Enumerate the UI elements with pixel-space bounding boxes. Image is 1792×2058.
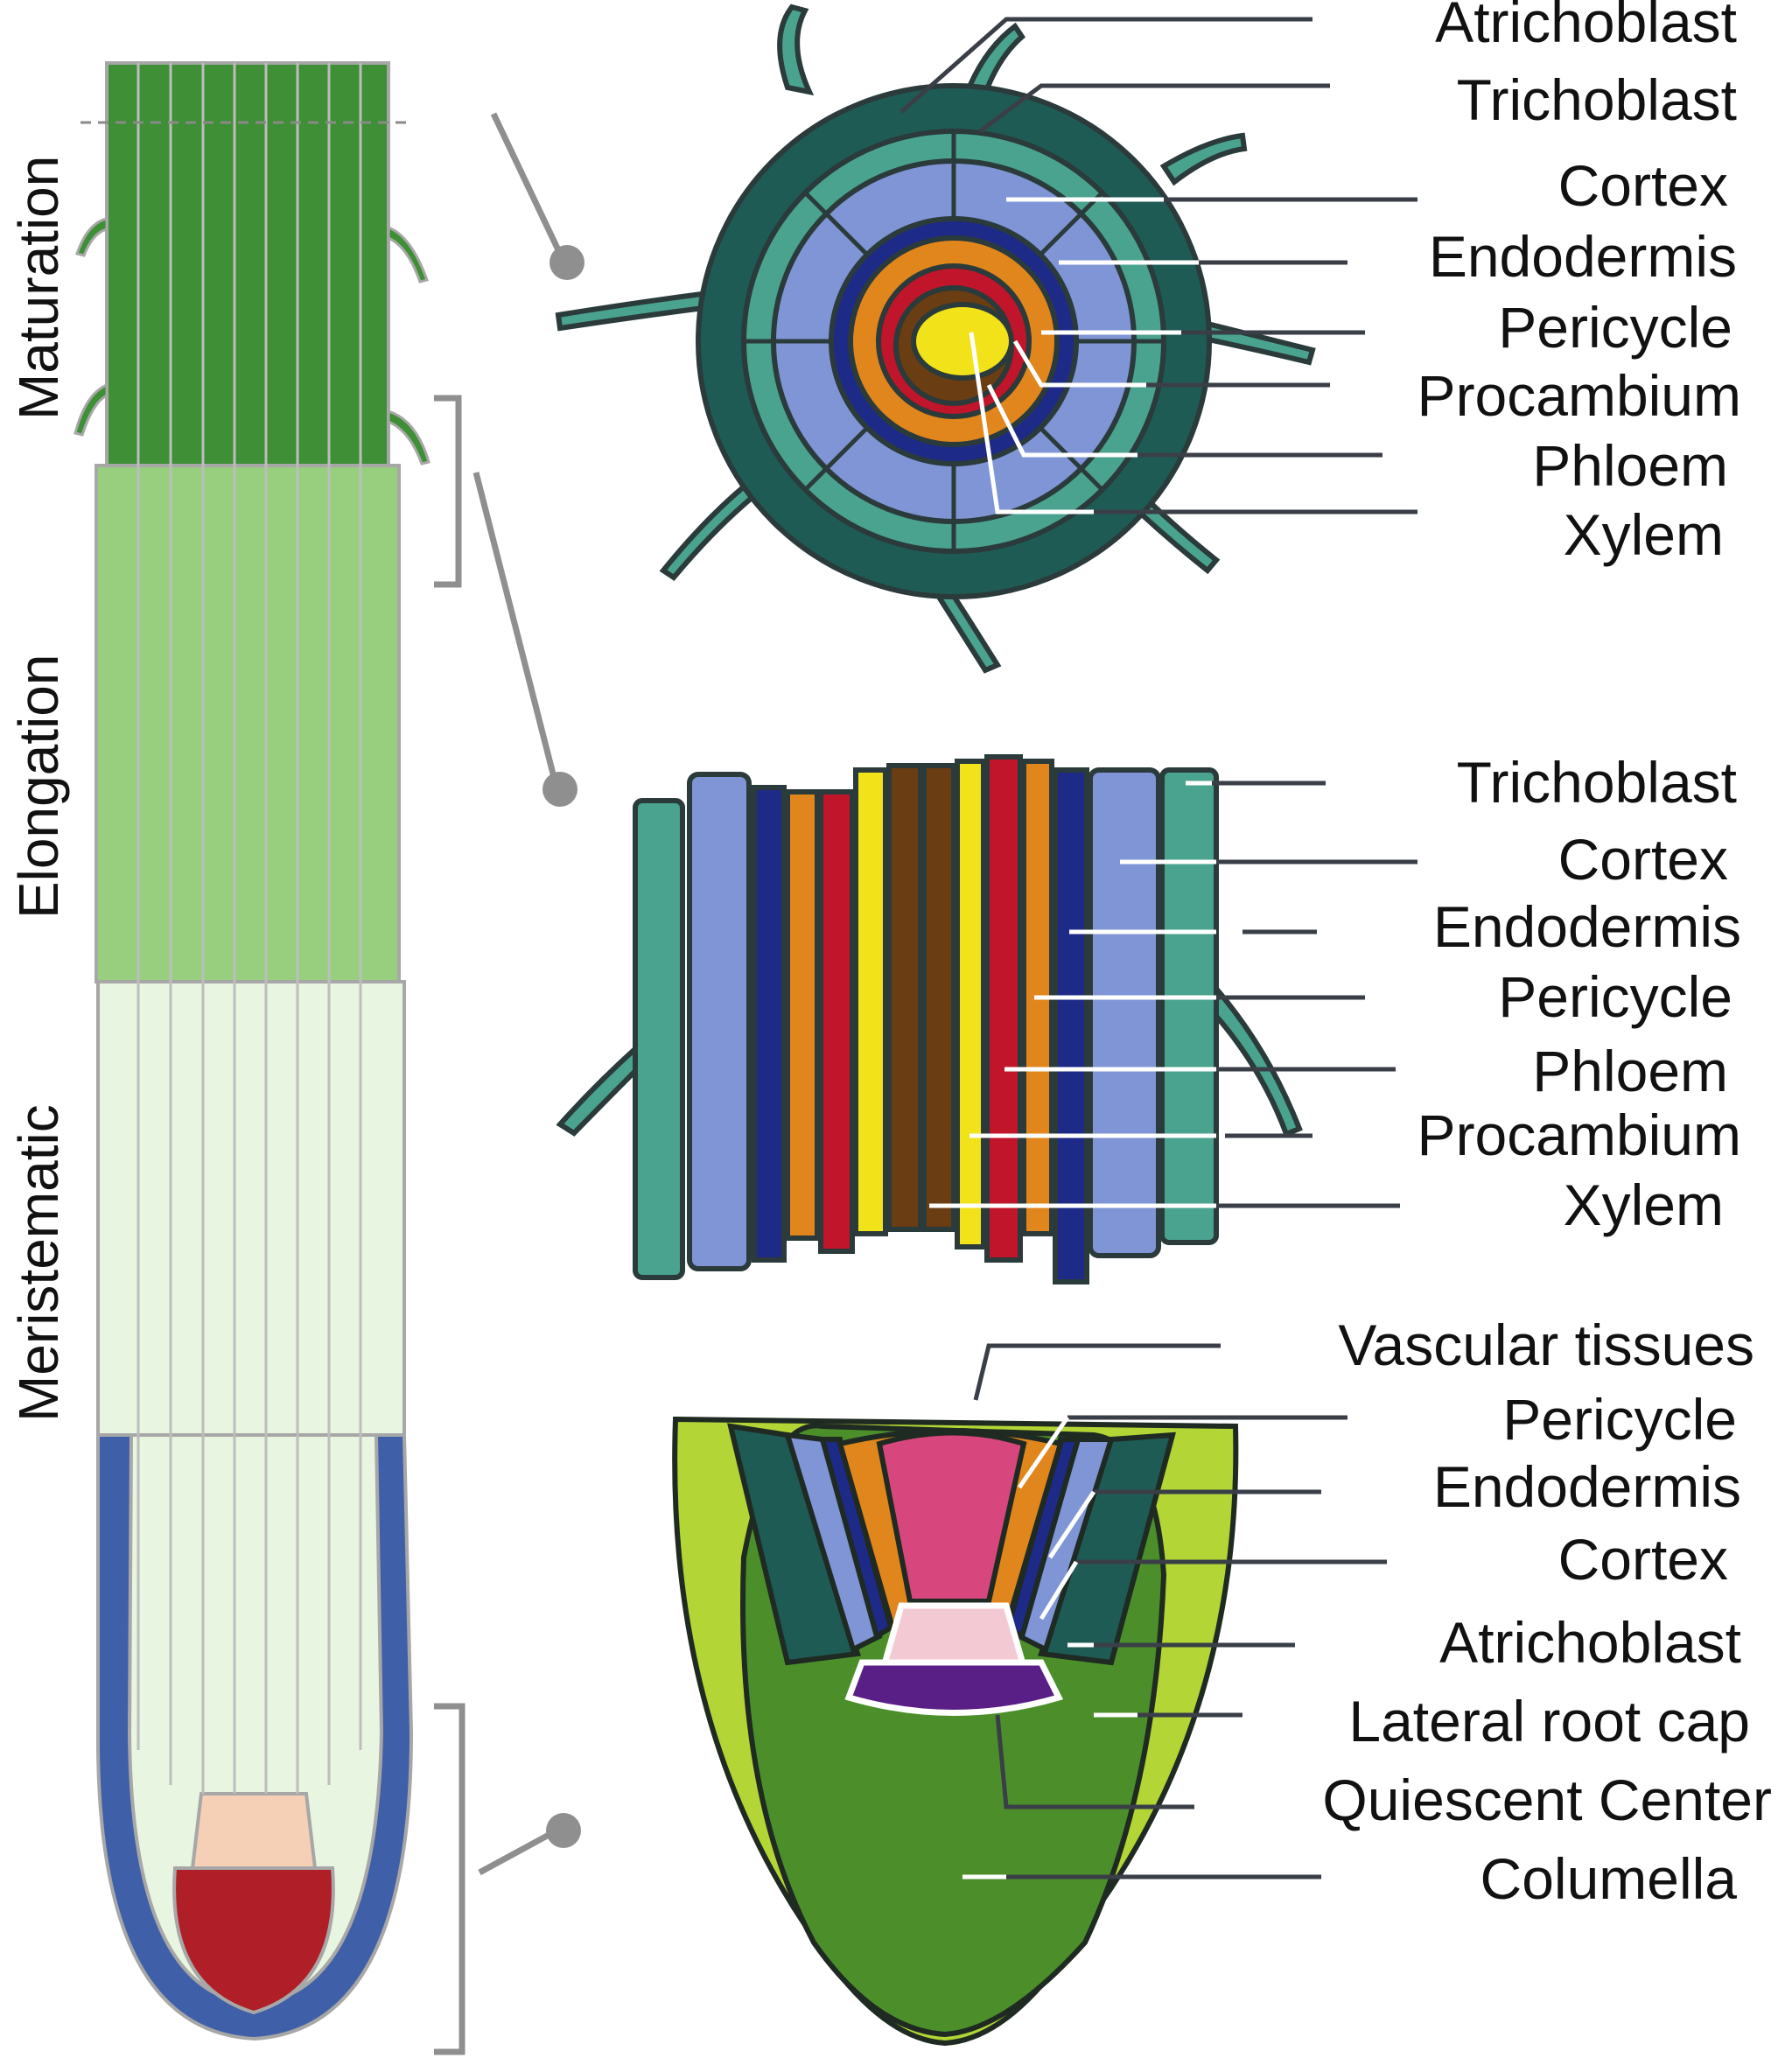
elongation-bracket — [434, 395, 462, 588]
ls-procambium-mid — [921, 763, 956, 1232]
cs-label-atrichoblast: Atrichoblast — [1435, 0, 1737, 54]
connector-dots — [542, 245, 584, 1848]
zone-brackets — [434, 112, 564, 2055]
cs-label-endodermis: Endodermis — [1429, 224, 1737, 289]
ls-phloem-left — [818, 789, 855, 1254]
meristematic-zone-label: Meristematic — [7, 1104, 70, 1422]
cs-label-pericycle: Pericycle — [1498, 295, 1732, 360]
ls-label-phloem: Phloem — [1532, 1039, 1728, 1103]
cs-label-phloem: Phloem — [1532, 433, 1728, 498]
ls-xylem-left — [853, 767, 888, 1236]
ls-cortex-left — [687, 772, 752, 1271]
tip-label-columella: Columella — [1480, 1846, 1738, 1911]
ls-procambium-left — [886, 763, 923, 1232]
tip-quiescent-center — [879, 1602, 1028, 1670]
ls-endodermis-left — [752, 785, 787, 1263]
cs-label-cortex: Cortex — [1558, 153, 1728, 218]
tip-label-atrichoblast: Atrichoblast — [1439, 1610, 1741, 1675]
cs-label-trichoblast: Trichoblast — [1457, 67, 1737, 132]
meristem-bracket — [434, 1703, 466, 2055]
tip-label-lateral-root-cap: Lateral root cap — [1348, 1689, 1750, 1754]
tip-label-cortex: Cortex — [1558, 1527, 1728, 1592]
maturation-zone-label: Maturation — [7, 156, 70, 420]
maturation-zone — [105, 61, 390, 467]
elongation-zone-label: Elongation — [7, 654, 70, 919]
longitudinal-leaders — [929, 780, 1418, 1208]
quiescent-center-region — [190, 1792, 318, 1870]
xylem-region — [911, 302, 1014, 381]
ls-label-pericycle: Pericycle — [1498, 964, 1732, 1029]
elongation-zone — [94, 464, 401, 984]
tip-label-pericycle: Pericycle — [1502, 1387, 1737, 1452]
tip-label-endodermis: Endodermis — [1433, 1454, 1741, 1519]
tip-vascular-tissues — [876, 1430, 1027, 1604]
root-tip-leaders — [962, 1343, 1387, 1880]
ls-phloem-right — [984, 754, 1023, 1263]
tip-label-quiescent-center: Quiescent Center — [1322, 1768, 1772, 1832]
tip-label-vascular-tissues: Vascular tissues — [1338, 1312, 1754, 1377]
root-tip-section — [672, 1416, 1239, 2047]
cs-label-procambium: Procambium — [1418, 363, 1741, 428]
ls-label-procambium: Procambium — [1418, 1102, 1741, 1167]
ls-label-cortex: Cortex — [1558, 827, 1728, 892]
ls-cortex-right — [1088, 767, 1161, 1258]
columella-region — [172, 1866, 335, 2015]
ls-pericycle-left — [785, 789, 820, 1241]
longitudinal-section — [556, 754, 1303, 1284]
ls-xylem-right — [955, 759, 986, 1250]
ls-label-trichoblast: Trichoblast — [1457, 750, 1737, 815]
ls-trichoblast-left — [633, 798, 685, 1280]
ls-trichoblast-right — [1159, 767, 1219, 1245]
ls-label-endodermis: Endodermis — [1433, 894, 1741, 959]
cs-label-xylem: Xylem — [1564, 502, 1724, 567]
ls-label-xylem: Xylem — [1564, 1172, 1724, 1237]
cross-section-leaders — [900, 17, 1418, 514]
cross-section — [555, 4, 1316, 674]
whole-root — [74, 61, 430, 2041]
ls-endodermis-right — [1053, 767, 1089, 1284]
meristematic-zone — [96, 980, 406, 1438]
